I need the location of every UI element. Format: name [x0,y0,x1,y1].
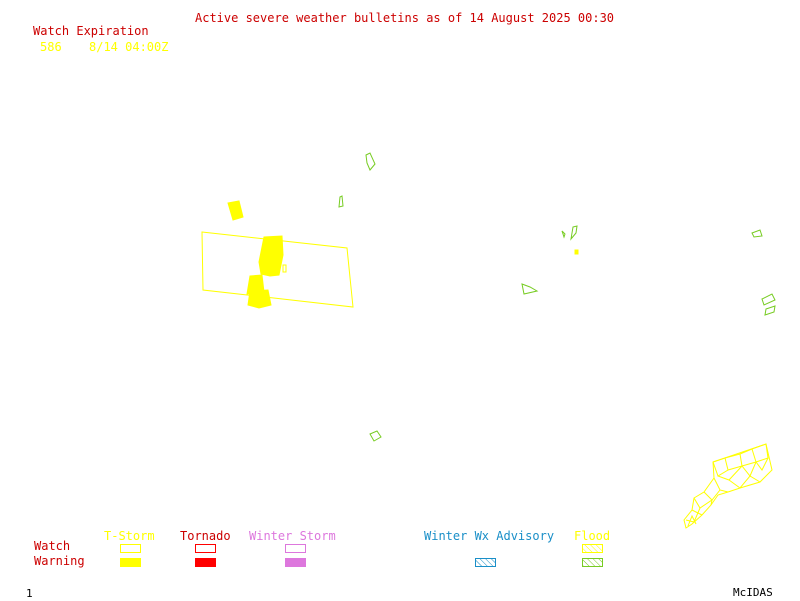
tstorm-warning-polygon[interactable] [574,249,579,255]
legend-watch-row-label: Watch [34,539,71,553]
legend-winter-storm-label: Winter Storm [249,529,336,543]
flood-warning-polygon[interactable] [751,229,763,238]
legend-winter-storm-warning-swatch [285,558,306,567]
flood-warning-polygon[interactable] [369,430,382,442]
flood-warning-polygon[interactable] [338,195,344,208]
software-credit: McIDAS [733,586,773,599]
flood-warning-polygon[interactable] [761,293,776,306]
legend-tornado-watch-swatch [195,544,216,553]
flood-warning-polygon[interactable] [764,305,776,316]
bulletin-title: Active severe weather bulletins as of 14… [195,11,615,25]
legend-winter-wx-advisory-swatch [475,558,496,567]
tstorm-watch-box[interactable] [201,231,354,308]
legend-flood-label: Flood [574,529,611,543]
legend-tornado-warning-swatch [195,558,216,567]
legend-flood-watch-swatch [582,544,603,553]
tstorm-warnings [227,200,579,309]
southeast-warning-cluster[interactable] [683,443,773,529]
watch-expiration-heading: Watch Expiration [33,24,149,38]
frame-number: 1 [26,587,33,600]
legend-winter-storm-watch-swatch [285,544,306,553]
legend-flood-warning-swatch [582,558,603,567]
legend-tstorm-label: T-Storm [104,529,155,543]
flood-warning-polygon[interactable] [561,230,566,239]
tstorm-warning-polygon[interactable] [258,235,284,277]
tstorm-warning-polygon[interactable] [247,289,272,309]
legend-tstorm-watch-swatch [120,544,141,553]
watch-expiration-time: 8/14 04:00Z [89,40,169,54]
legend-warning-row-label: Warning [34,554,85,568]
flood-warnings [338,152,776,442]
flood-warning-polygon[interactable] [570,225,578,241]
legend-tstorm-warning-swatch [120,558,141,567]
flood-warning-polygon[interactable] [365,152,376,171]
legend-tornado-label: Tornado [180,529,231,543]
watch-number[interactable]: 586 [40,40,62,54]
tstorm-warning-polygon[interactable] [227,200,244,221]
legend-winter-wx-advisory-label: Winter Wx Advisory [424,529,555,543]
tstorm-warning-polygon[interactable] [282,264,287,273]
flood-warning-polygon[interactable] [521,283,539,295]
